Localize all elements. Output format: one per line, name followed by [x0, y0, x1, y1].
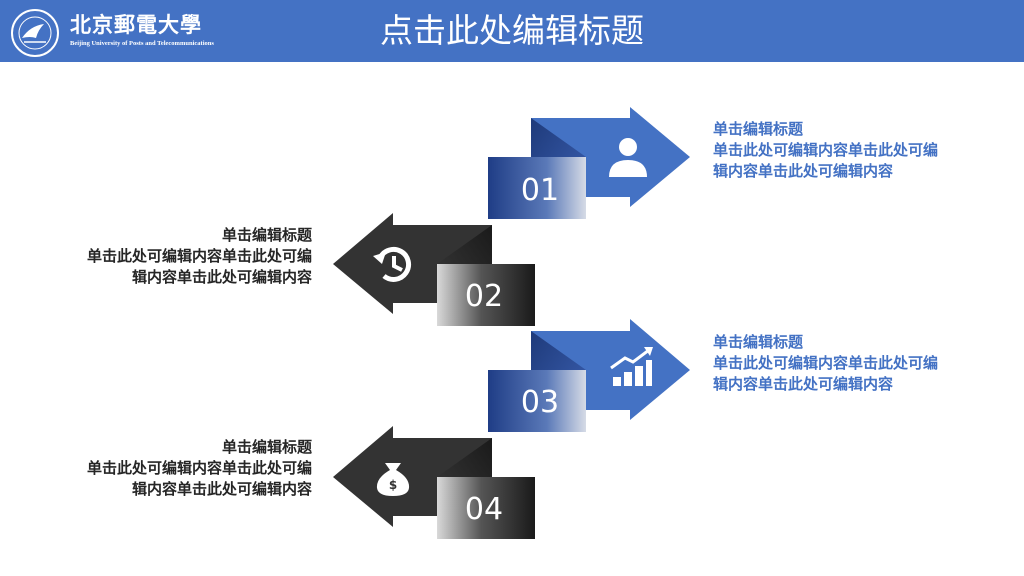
- university-seal-icon: [11, 9, 59, 57]
- step-body: 单击此处可编辑内容单击此处可编辑内容单击此处可编辑内容: [713, 354, 939, 393]
- step-number: 01: [521, 173, 559, 208]
- step-02-arrow[interactable]: 02: [333, 213, 535, 326]
- money-bag-icon: $: [376, 463, 410, 496]
- growth-chart-icon: [610, 347, 653, 386]
- university-name: 北京郵電大學: [70, 12, 202, 37]
- step-heading: 单击编辑标题: [713, 333, 804, 351]
- step-03-text[interactable]: 单击编辑标题 单击此处可编辑内容单击此处可编辑内容单击此处可编辑内容: [713, 331, 943, 395]
- step-heading: 单击编辑标题: [221, 438, 312, 456]
- step-body: 单击此处可编辑内容单击此处可编辑内容单击此处可编辑内容: [86, 459, 312, 498]
- step-number: 02: [465, 279, 503, 314]
- step-03-arrow[interactable]: 03: [488, 319, 690, 432]
- step-04-arrow[interactable]: $ 04: [333, 426, 535, 539]
- step-number: 04: [465, 492, 503, 527]
- user-icon: [609, 138, 647, 177]
- svg-text:$: $: [389, 478, 397, 492]
- university-english-name: Beijing University of Posts and Telecomm…: [70, 40, 214, 47]
- step-body: 单击此处可编辑内容单击此处可编辑内容单击此处可编辑内容: [86, 247, 312, 286]
- step-02-text[interactable]: 单击编辑标题 单击此处可编辑内容单击此处可编辑内容单击此处可编辑内容: [82, 224, 312, 288]
- step-body: 单击此处可编辑内容单击此处可编辑内容单击此处可编辑内容: [713, 141, 939, 180]
- page-title[interactable]: 点击此处编辑标题: [380, 11, 644, 50]
- step-heading: 单击编辑标题: [221, 226, 312, 244]
- history-icon: [373, 247, 412, 282]
- step-04-text[interactable]: 单击编辑标题 单击此处可编辑内容单击此处可编辑内容单击此处可编辑内容: [82, 436, 312, 500]
- step-01-arrow[interactable]: 01: [488, 107, 690, 219]
- step-heading: 单击编辑标题: [713, 120, 804, 138]
- header-bar: 北京郵電大學 Beijing University of Posts and T…: [0, 0, 1024, 62]
- step-01-text[interactable]: 单击编辑标题 单击此处可编辑内容单击此处可编辑内容单击此处可编辑内容: [713, 118, 943, 182]
- step-number: 03: [521, 385, 559, 420]
